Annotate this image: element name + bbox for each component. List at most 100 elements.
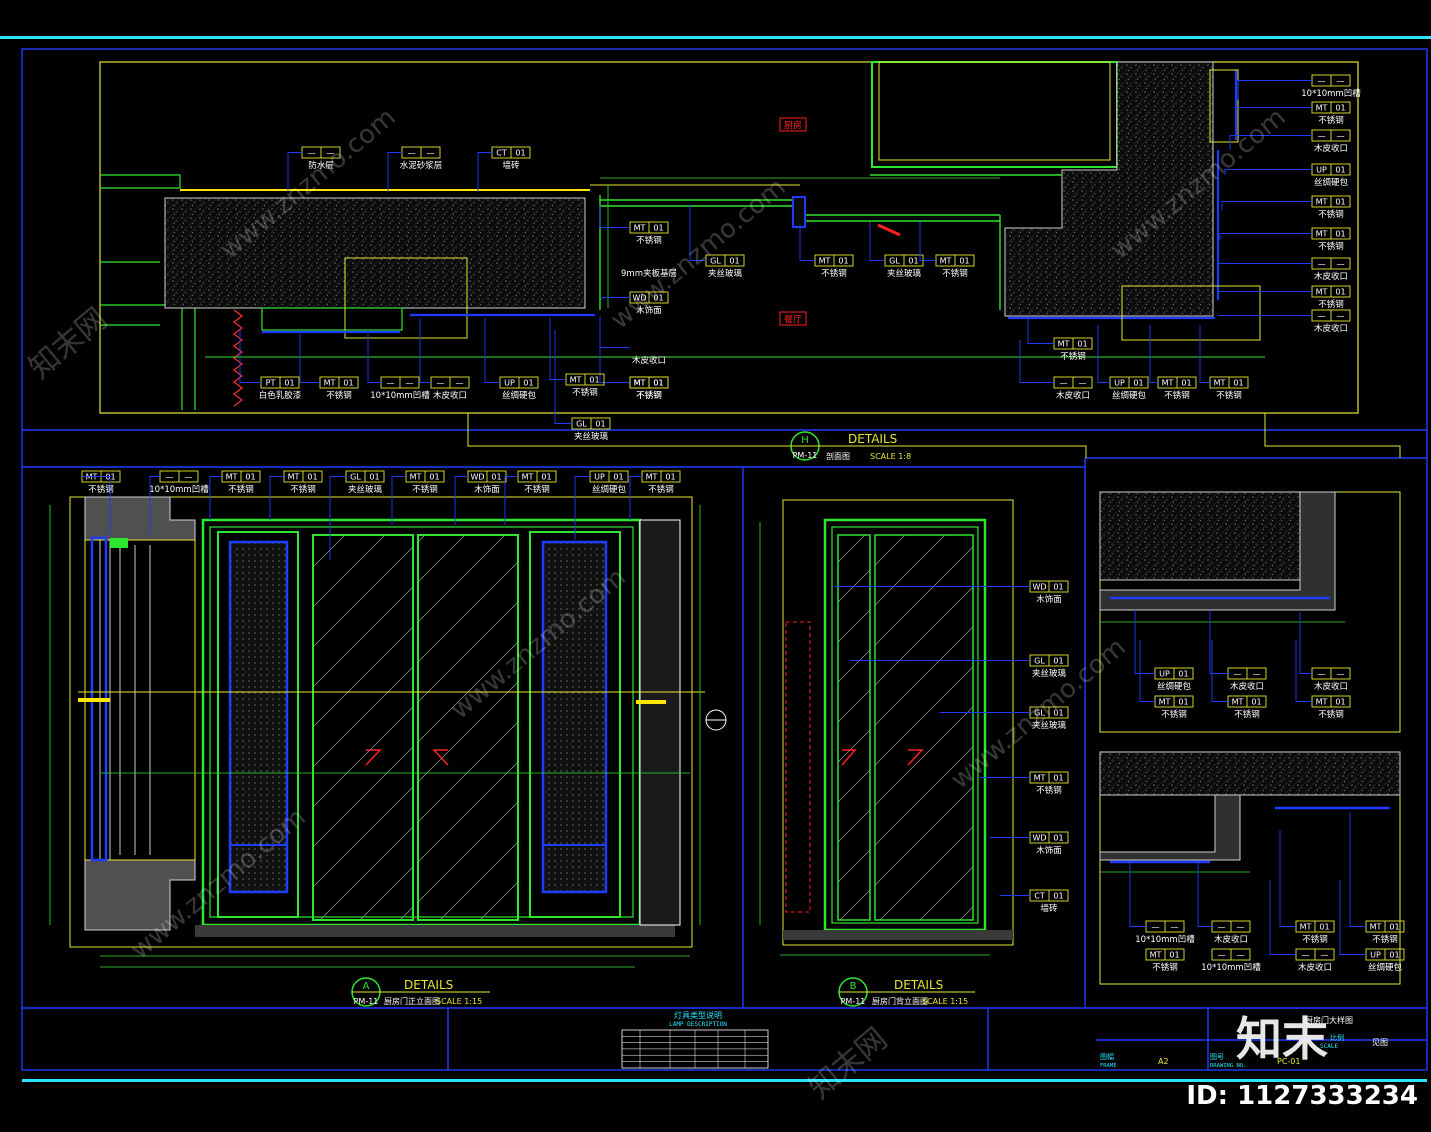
tag-desc: 不锈钢 xyxy=(290,484,316,495)
tag-code: MT xyxy=(940,257,952,266)
svg-text:知末: 知末 xyxy=(1236,1012,1328,1066)
tag-code-num: 01 xyxy=(1178,698,1188,707)
material-tag: ——木皮收口 xyxy=(419,318,470,401)
tag-code-num: 01 xyxy=(589,376,599,385)
tag-desc: 不锈钢 xyxy=(1372,934,1398,945)
tag-desc: 木饰面 xyxy=(636,305,662,316)
tag-code-num: 01 xyxy=(429,473,439,482)
tag-code-num: 01 xyxy=(245,473,255,482)
svg-text:LAMP DESCRIPTION: LAMP DESCRIPTION xyxy=(669,1021,727,1028)
svg-text:餐厅: 餐厅 xyxy=(784,314,802,326)
tag-desc: 10*10mm凹槽 xyxy=(149,484,209,495)
tag-desc: 10*10mm凹槽 xyxy=(1201,962,1261,973)
tag-code: MT xyxy=(410,473,422,482)
tag-desc: 木皮收口 xyxy=(1056,390,1090,401)
svg-text:灯具类型说明: 灯具类型说明 xyxy=(674,1010,722,1020)
tag-code-num: 01 xyxy=(1053,834,1063,843)
bottom-cyan-rule xyxy=(22,1079,1427,1082)
tag-desc: 夹丝玻璃 xyxy=(887,268,922,279)
tag-desc: 不锈钢 xyxy=(1318,709,1344,720)
tag-code-num: 01 xyxy=(1053,892,1063,901)
tag-code-num: 01 xyxy=(1077,340,1087,349)
tag-code-num: 01 xyxy=(1335,198,1345,207)
tag-desc: 木皮收口 xyxy=(1314,143,1348,154)
tag-code: MT xyxy=(1316,698,1328,707)
svg-text:PC-01: PC-01 xyxy=(1277,1057,1300,1066)
tag-code-num: 01 xyxy=(284,379,294,388)
tag-desc: 木皮收口 xyxy=(632,355,666,366)
svg-text:见图: 见图 xyxy=(1372,1038,1388,1047)
svg-text:SCALE: SCALE xyxy=(1320,1043,1338,1050)
tag-code: — xyxy=(1318,260,1326,269)
svg-text:B: B xyxy=(850,981,857,992)
tag-code-num: 01 xyxy=(653,294,663,303)
tag-desc: 丝绸硬包 xyxy=(1314,177,1349,188)
room-tag-dining: 餐厅 xyxy=(779,311,807,326)
tag-code-num: 01 xyxy=(491,473,501,482)
svg-text:www.znzmo.com: www.znzmo.com xyxy=(605,172,791,335)
tag-code-num: 01 xyxy=(343,379,353,388)
top-cyan-rule xyxy=(0,36,1431,39)
tag-code: — xyxy=(1318,132,1326,141)
tag-code-num: 01 xyxy=(541,473,551,482)
material-tag: ——木皮收口 xyxy=(1269,880,1335,973)
tag-code: — xyxy=(1152,923,1160,932)
tag-code-num: 01 xyxy=(665,473,675,482)
tag-desc: 木皮收口 xyxy=(1298,962,1332,973)
tag-desc: 不锈钢 xyxy=(1036,785,1062,796)
tag-code-num: — xyxy=(327,149,335,158)
tag-code: MT xyxy=(1316,198,1328,207)
material-tag: ——水泥砂浆层 xyxy=(387,146,442,192)
material-tag: ——10*10mm凹槽 xyxy=(149,470,209,535)
tag-desc: 10*10mm凹槽 xyxy=(1135,934,1195,945)
tag-desc: 夹丝玻璃 xyxy=(1032,720,1067,731)
tag-code: WD xyxy=(1032,583,1046,592)
svg-text:DETAILS: DETAILS xyxy=(404,978,453,992)
tag-code: — xyxy=(408,149,416,158)
svg-text:图幅: 图幅 xyxy=(1100,1052,1114,1061)
tag-desc: 不锈钢 xyxy=(1161,709,1187,720)
tag-desc: 不锈钢 xyxy=(1060,351,1086,362)
tag-code-num: 01 xyxy=(1053,709,1063,718)
tag-code-num: 01 xyxy=(1335,288,1345,297)
tag-desc: 不锈钢 xyxy=(228,484,254,495)
watermark-logo: 知末 ID: 1127333234 xyxy=(1186,1012,1418,1111)
tag-code: MT xyxy=(570,376,582,385)
svg-text:FRAME: FRAME xyxy=(1100,1063,1117,1069)
tag-desc: 木饰面 xyxy=(474,484,500,495)
tag-code: — xyxy=(166,473,174,482)
lamp-description-table: 灯具类型说明 LAMP DESCRIPTION xyxy=(621,1010,769,1069)
tag-code-num: 01 xyxy=(653,379,663,388)
tag-desc: 不锈钢 xyxy=(1164,390,1190,401)
tag-code: — xyxy=(308,149,316,158)
tag-code-num: — xyxy=(1253,670,1261,679)
tag-code: UP xyxy=(504,379,515,388)
tag-desc: 丝绸硬包 xyxy=(1157,681,1192,692)
material-tag: ——10*10mm凹槽 xyxy=(1201,948,1261,973)
tag-desc: 木饰面 xyxy=(1036,845,1062,856)
svg-text:厨房门大样图: 厨房门大样图 xyxy=(1305,1015,1353,1025)
material-tag: ——10*10mm凹槽 xyxy=(1237,74,1361,100)
tag-desc: 不锈钢 xyxy=(636,235,662,246)
tag-desc: 夹丝玻璃 xyxy=(574,431,609,442)
material-tag: 9mm夹板基层 xyxy=(621,268,677,279)
tag-code-num: 01 xyxy=(1233,379,1243,388)
svg-text:A: A xyxy=(363,981,370,992)
tag-code-num: 01 xyxy=(369,473,379,482)
tag-code: GL xyxy=(710,257,721,266)
